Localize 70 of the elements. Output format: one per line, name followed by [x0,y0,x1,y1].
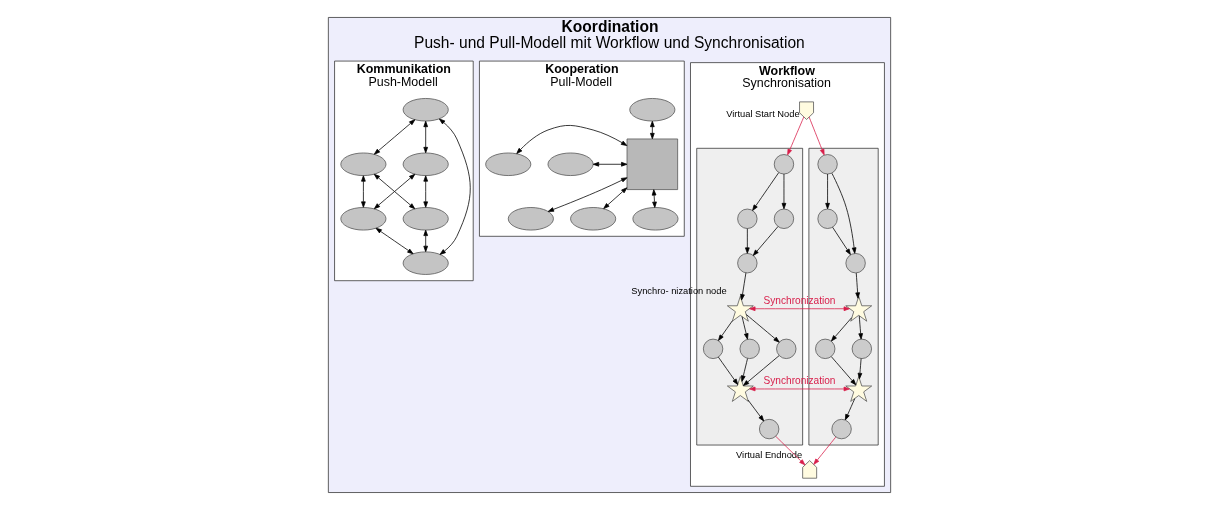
node-label: Virtual Endnode [736,449,803,460]
node-ellipse [547,152,594,176]
arrow [745,314,780,343]
arrow [855,272,860,299]
arrow [749,386,850,392]
node-circle [817,154,838,175]
cluster: Kooperation Pull-Modell [479,60,685,237]
arrow [423,120,428,154]
node-circle [773,154,795,175]
node-ellipse [629,98,676,122]
arrow [857,358,863,380]
arrow [831,356,857,386]
arrow [423,175,428,208]
node-ellipse [340,152,387,176]
arrow [741,358,748,382]
arrow [831,172,857,254]
arrow [718,320,733,341]
arrow [787,116,805,156]
node-ellipse [402,98,449,122]
node-circle [851,338,872,359]
node-ellipse [340,207,387,231]
node-label: Virtual Start Node [726,108,800,119]
arrow [423,229,428,253]
arrow [743,355,780,386]
node-ellipse [485,152,532,176]
arrow [650,120,655,140]
node-circle [739,338,760,359]
node-circle [759,418,780,440]
node-circle [831,418,852,440]
node-circle [815,338,836,359]
node-box [626,138,679,190]
arrow [749,306,850,312]
node-ellipse [632,207,679,231]
arrow [832,226,851,255]
node-circle [737,208,758,229]
arrow [373,119,416,155]
node-ellipse [570,207,617,231]
arrow [592,161,628,167]
arrow [740,272,747,301]
node-arrow [799,101,814,120]
arrow [439,118,471,255]
arrow [375,227,414,255]
arrow [603,187,628,209]
arrow [745,228,750,254]
arrow [825,173,830,210]
node-circle [773,208,795,229]
node-ellipse [402,207,449,231]
node-circle [817,208,838,229]
arrow [775,436,806,466]
arrow [808,116,825,156]
arrow [752,226,779,256]
node-circle [702,338,724,359]
arrow [813,436,837,465]
node-ellipse [402,152,449,176]
arrow [651,189,657,208]
arrow [516,125,628,154]
arrow [717,356,739,385]
arrow [741,316,749,340]
node-circle [776,338,797,359]
arrow [747,399,765,422]
node-circle [845,253,866,274]
arrow [858,315,863,340]
arrow [844,398,856,421]
node-circle [737,253,758,274]
arrow [373,173,416,210]
arrow [361,175,366,208]
arrow [547,177,628,212]
arrow [781,173,787,210]
arrow [831,317,852,342]
arrow [752,172,780,211]
